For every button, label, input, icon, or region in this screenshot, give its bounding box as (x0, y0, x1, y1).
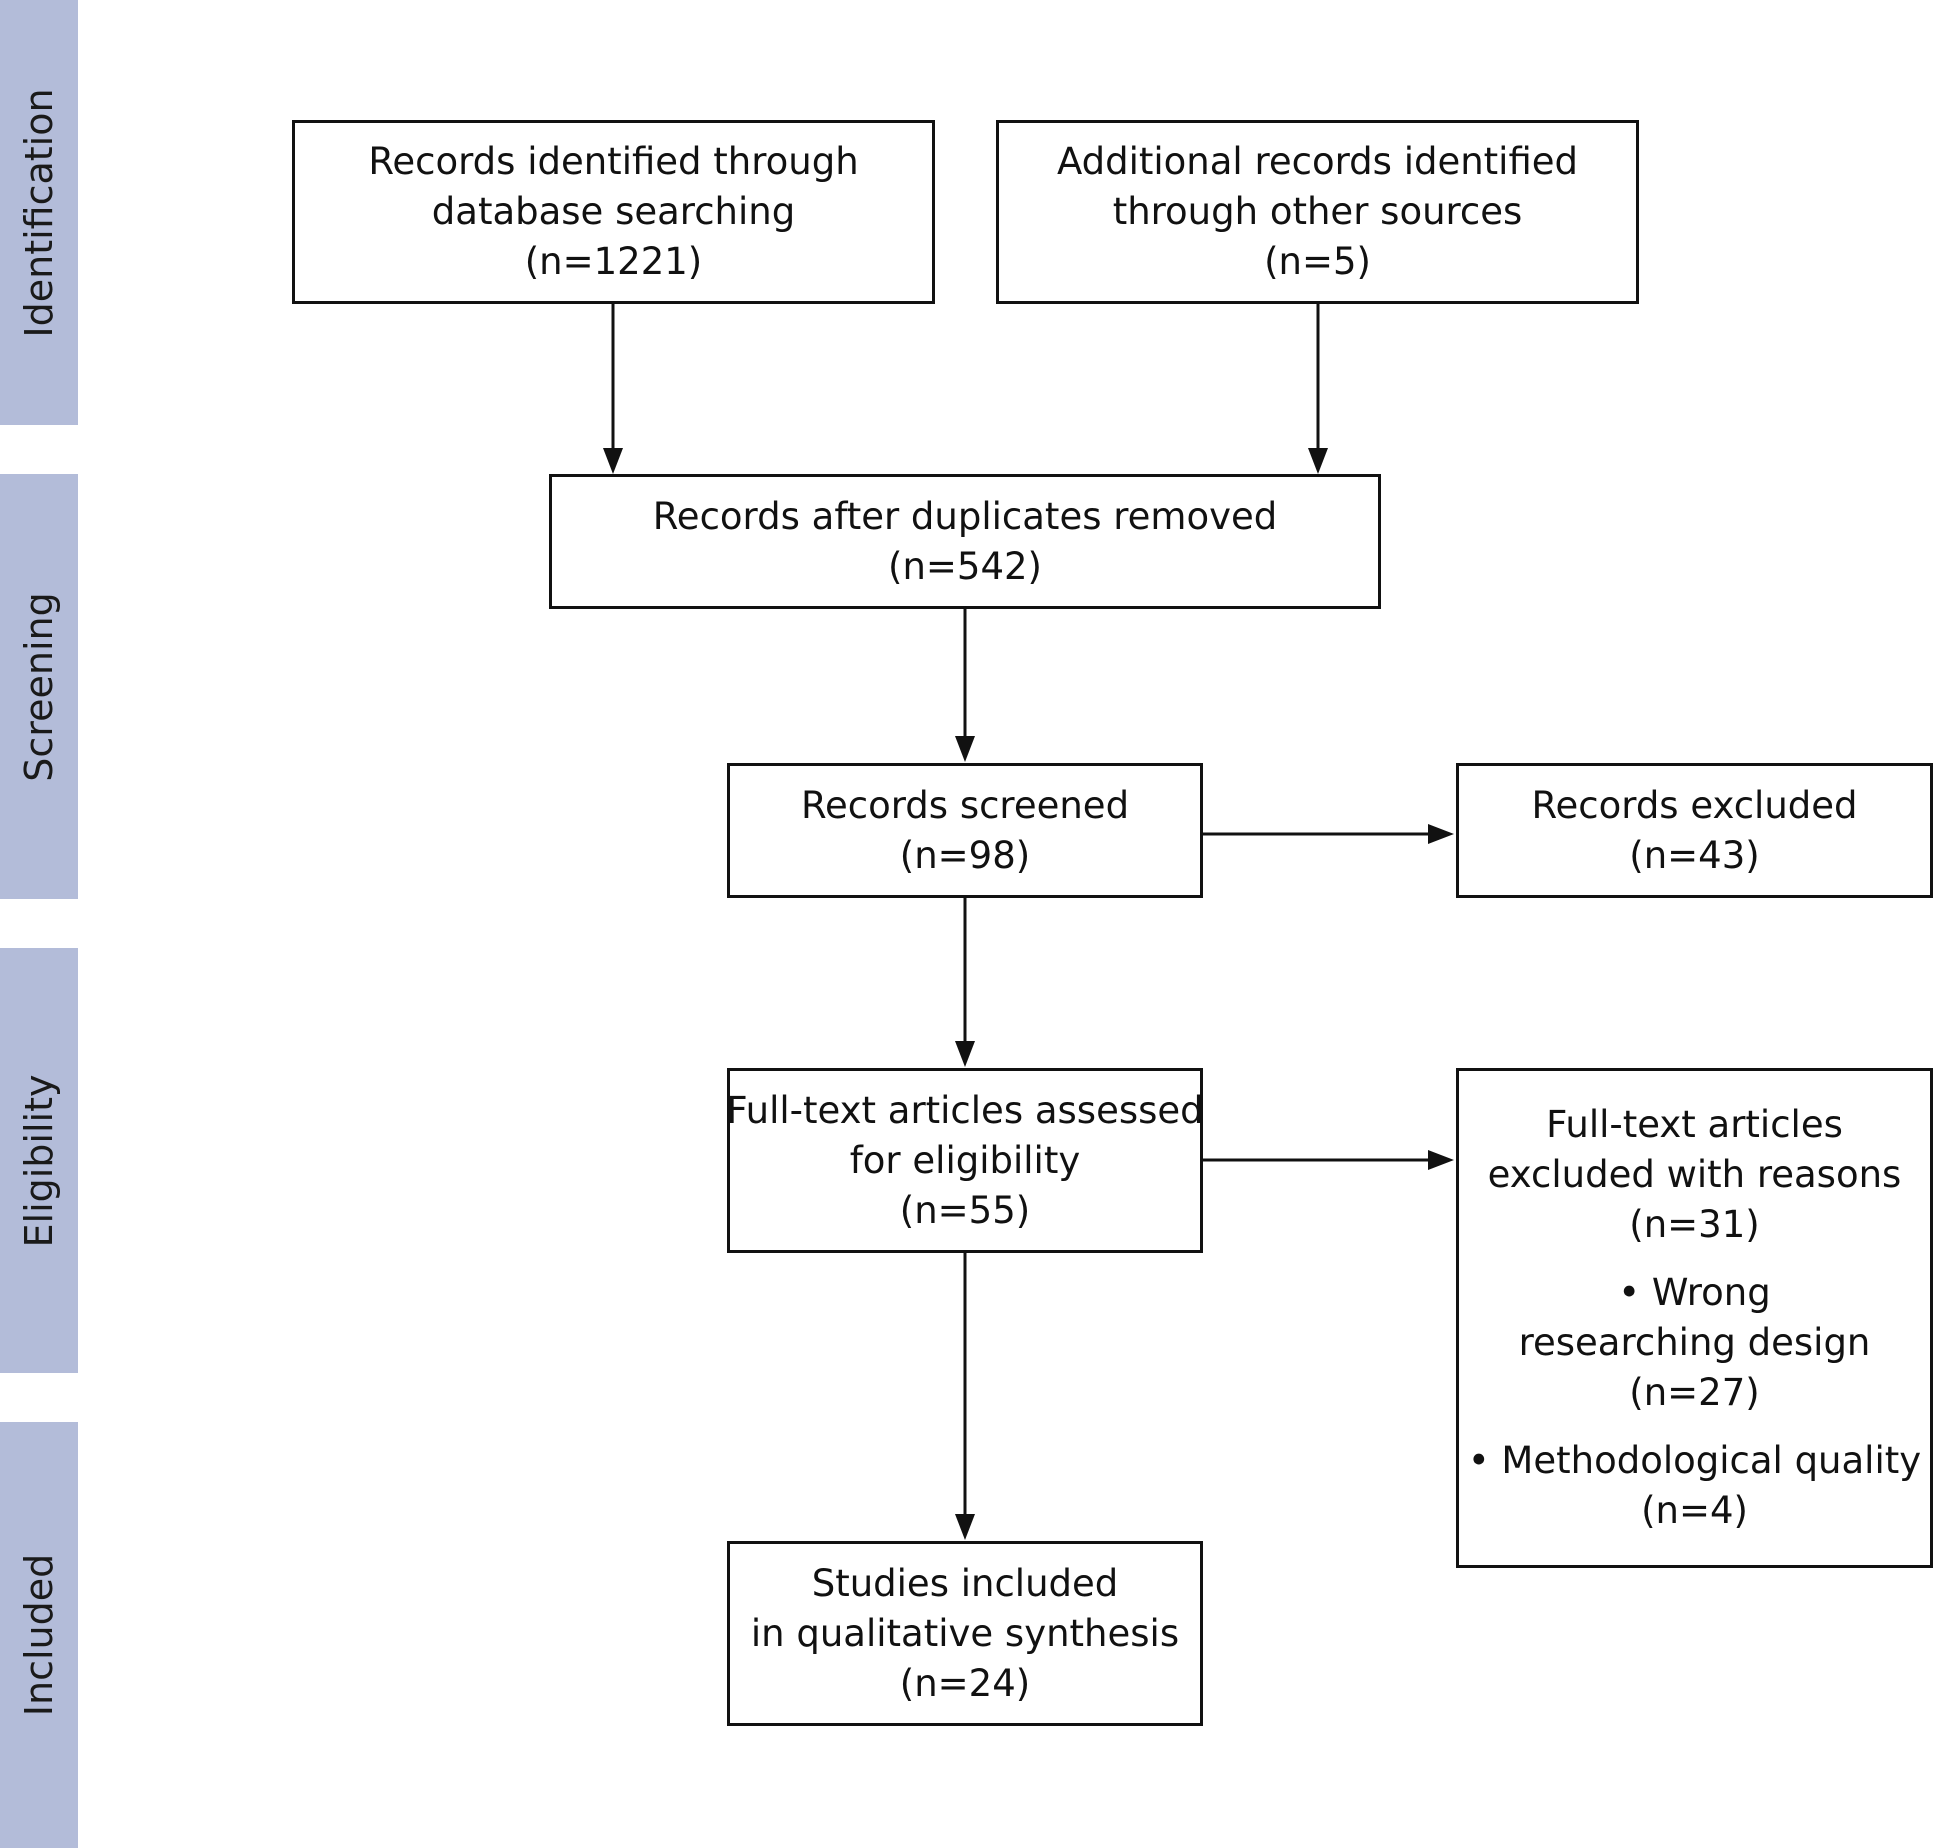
box-line: Records screened (800, 783, 1130, 827)
box-fulltext-assessed: Full-text articles assessed for eligibil… (726, 1068, 1204, 1253)
box-line: Additional records identified (1056, 140, 1579, 183)
box-count: (n=24) (899, 1661, 1031, 1705)
reason-count: (n=4) (1641, 1489, 1748, 1532)
box-count: (n=43) (1629, 833, 1760, 877)
reason-wrong-design: • Wrong (1618, 1271, 1771, 1314)
box-records-excluded: Records excluded (n=43) (1456, 763, 1933, 898)
reason-methodological-quality: • Methodological quality (1467, 1439, 1922, 1482)
reason-line: researching design (1518, 1321, 1871, 1364)
box-line: in qualitative synthesis (750, 1611, 1180, 1655)
box-count: (n=55) (899, 1188, 1031, 1232)
box-fulltext-excluded: Full-text articles excluded with reasons… (1456, 1068, 1933, 1568)
stage-eligibility: Eligibility (0, 948, 78, 1373)
box-line: Records excluded (1531, 783, 1858, 827)
box-line: through other sources (1112, 190, 1523, 233)
reason-count: (n=27) (1629, 1371, 1760, 1414)
box-count: (n=98) (899, 833, 1031, 877)
box-line: Records after duplicates removed (652, 494, 1278, 538)
stage-included: Included (0, 1422, 78, 1848)
box-line: database searching (431, 190, 796, 233)
box-studies-included: Studies included in qualitative synthesi… (727, 1541, 1203, 1726)
box-other-sources: Additional records identified through ot… (996, 120, 1639, 304)
box-line: Full-text articles (1546, 1103, 1843, 1146)
box-count: (n=542) (888, 544, 1042, 588)
box-records-screened: Records screened (n=98) (727, 763, 1203, 898)
box-count: (n=1221) (524, 240, 703, 283)
box-line: Studies included (811, 1561, 1119, 1605)
box-count: (n=31) (1629, 1203, 1760, 1246)
box-duplicates-removed: Records after duplicates removed (n=542) (549, 474, 1381, 609)
box-line: for eligibility (849, 1138, 1081, 1182)
box-line: Records identified through (368, 140, 859, 183)
box-line: Full-text articles assessed (726, 1088, 1204, 1132)
box-line: excluded with reasons (1487, 1153, 1902, 1196)
box-database-records: Records identified through database sear… (292, 120, 935, 304)
box-count: (n=5) (1264, 240, 1371, 283)
stage-screening: Screening (0, 474, 78, 899)
stage-identification: Identification (0, 0, 78, 425)
